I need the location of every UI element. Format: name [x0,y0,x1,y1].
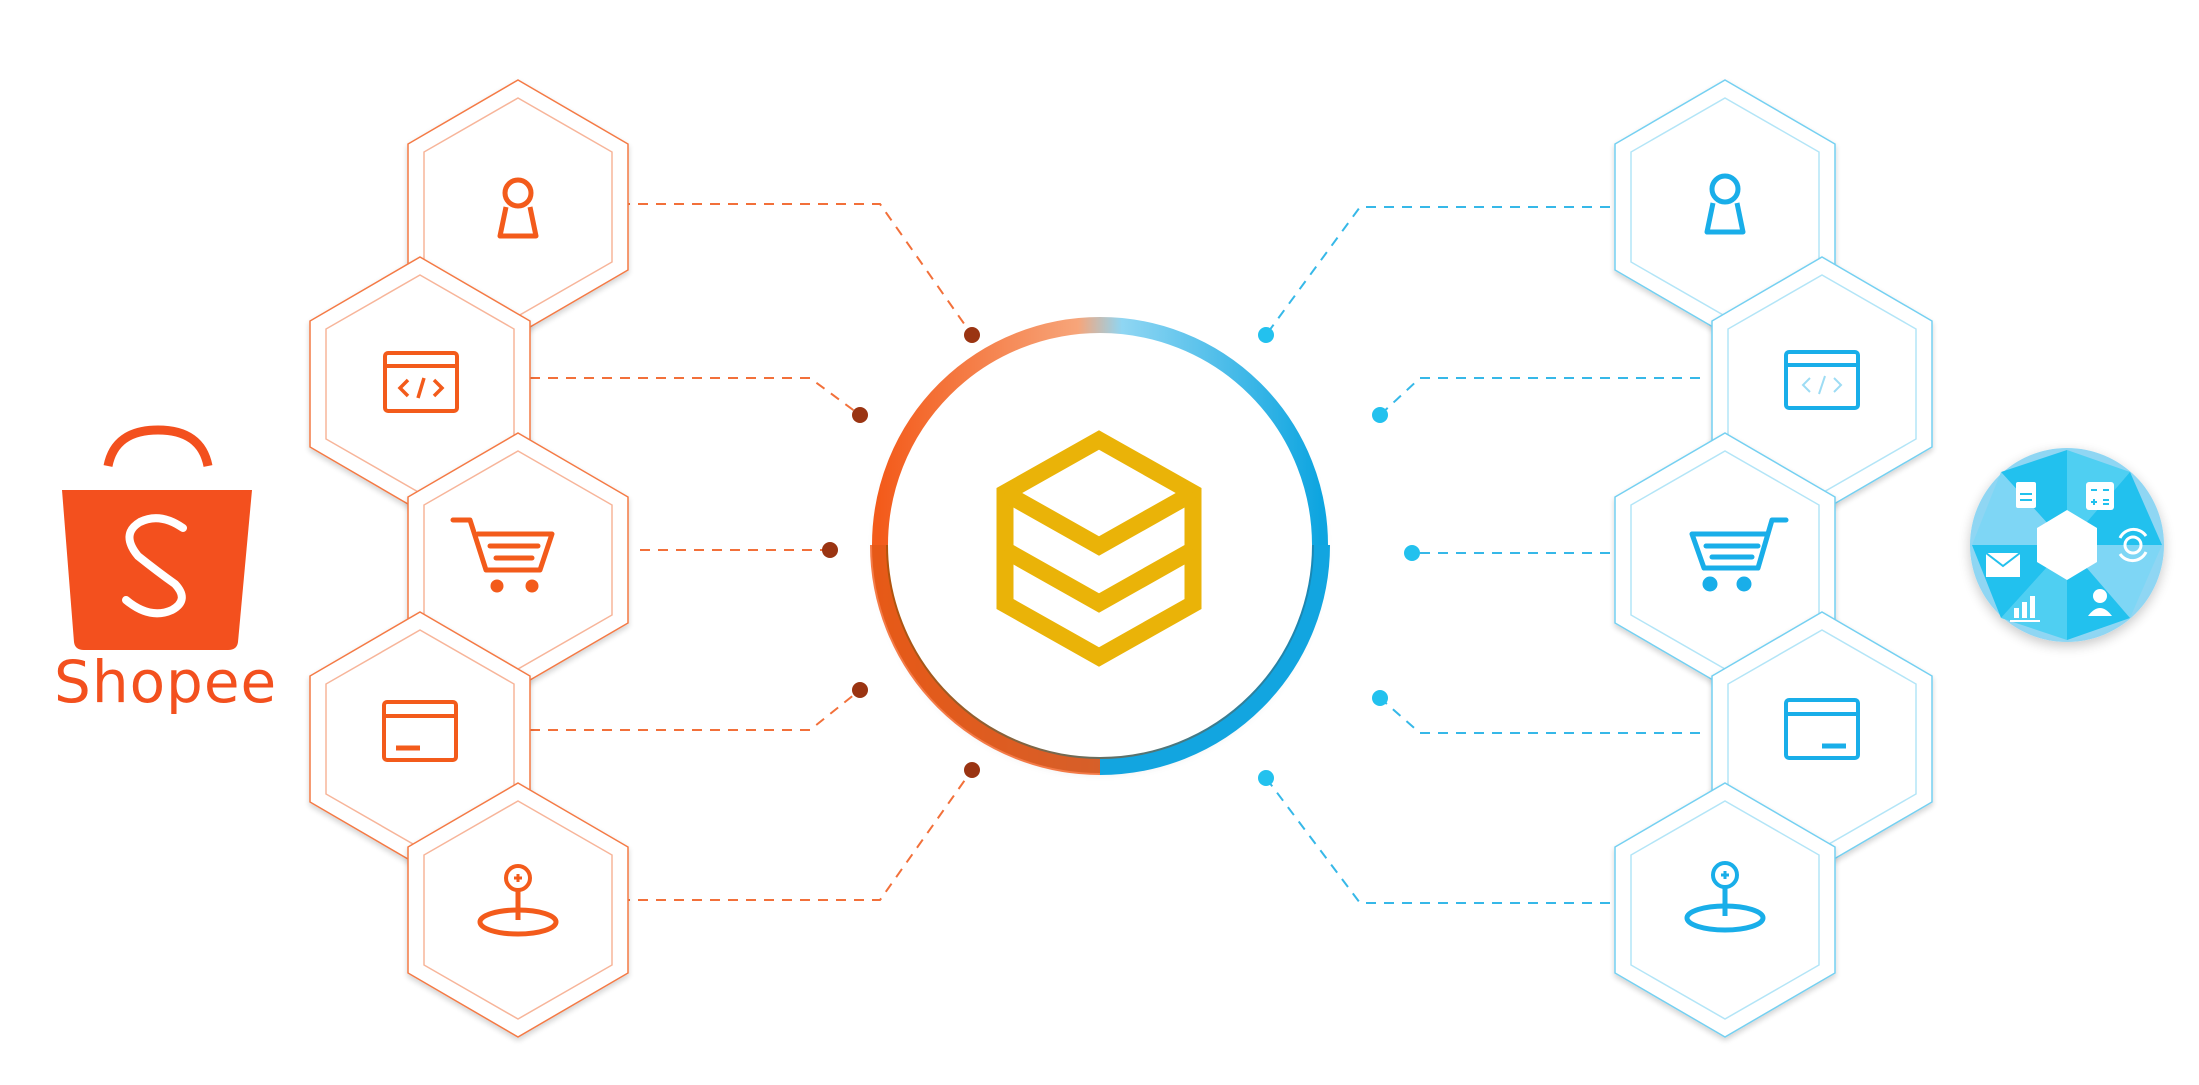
location-pin-icon [477,864,559,937]
code-window-icon [1784,350,1860,410]
contact-icon [2088,589,2112,616]
shopping-cart-icon [1689,517,1789,592]
left-hex-location[interactable] [407,782,629,1038]
calculator-icon [2086,482,2114,510]
right-hex-column [1614,79,1933,1038]
document-icon [2016,482,2036,508]
left-connectors [530,203,973,901]
payment-window-icon [1784,698,1860,760]
mail-icon [1985,552,2021,577]
shopee-bag-icon [103,425,213,468]
user-icon [1704,173,1746,235]
location-pin-icon [1684,861,1766,933]
right-connectors [1265,206,1700,904]
sync-gear-icon [2118,527,2148,563]
bar-chart-icon [2010,596,2040,622]
shopee-wordmark: Shopee [54,648,278,716]
right-hex-code[interactable] [1711,256,1933,512]
left-hex-column [309,79,629,1038]
center-hub[interactable] [870,317,1330,775]
right-hex-location[interactable] [1614,782,1836,1038]
user-icon [497,177,539,239]
shopping-cart-icon [450,517,555,593]
left-hex-payment[interactable] [309,611,531,867]
payment-window-icon [382,700,458,762]
shopee-logo [62,425,252,650]
erp-badge [1970,448,2164,642]
code-window-icon [383,351,459,413]
stacked-layers-icon [996,430,1202,667]
connector-dots [822,327,1420,786]
